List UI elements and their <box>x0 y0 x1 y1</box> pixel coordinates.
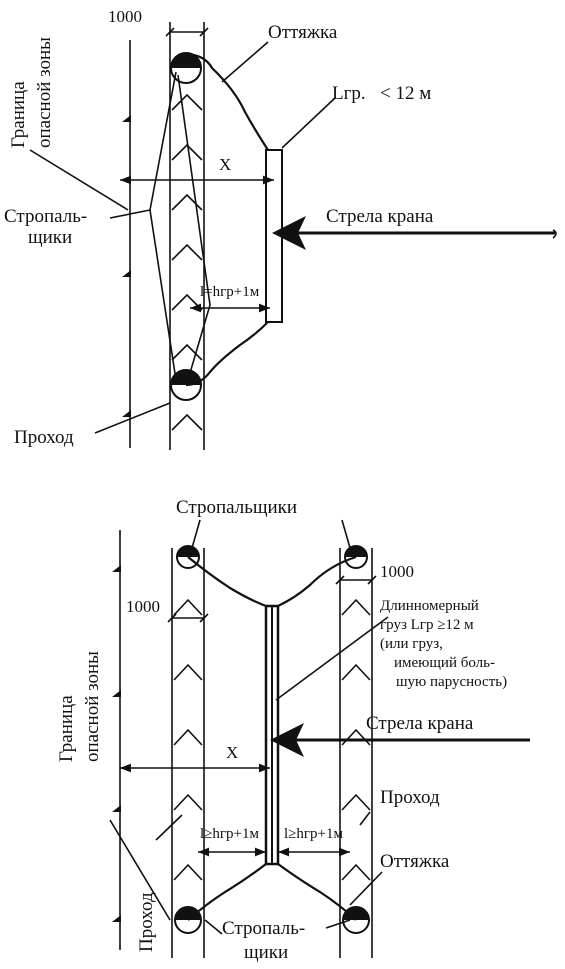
top-guy-rope-upper <box>185 52 269 151</box>
long-load-line-4: имеющий боль- <box>394 655 495 671</box>
bottom-passage-right: Проход <box>380 787 440 808</box>
bottom-passage-left: Проход <box>136 892 157 952</box>
top-guy-rope-label: Оттяжка <box>268 22 338 43</box>
right-passage-strip <box>339 548 373 958</box>
top-load-length: Lгр. <box>332 83 366 104</box>
long-load-line-2: груз Lгр ≥12 м <box>380 617 474 633</box>
bottom-boundary-ticks <box>112 565 121 922</box>
top-guy-rope-lower <box>185 321 269 387</box>
top-zone-label-1: Граница <box>8 81 29 148</box>
bottom-guy-rope-lower <box>187 863 357 921</box>
long-load-line-1: Длинномерный <box>380 598 479 614</box>
bottom-zone-label-2: опасной зоны <box>82 651 103 762</box>
rigger-bottom <box>170 369 202 401</box>
bottom-riggers-bottom-2: щики <box>244 942 288 963</box>
top-diagram: 1000 X l=hгр+1м Оттяжк <box>4 7 557 450</box>
top-l-formula: l=hгр+1м <box>200 284 260 300</box>
left-passage-strip <box>171 548 205 958</box>
top-boom-label: Стрела крана <box>326 206 434 227</box>
top-passage-label: Проход <box>14 427 74 448</box>
bottom-l-left: l≥hгр+1м <box>200 826 260 842</box>
bottom-riggers-top: Стропальщики <box>176 497 297 518</box>
bottom-diagram: 1000 1000 X <box>56 497 530 963</box>
boundary-ticks <box>122 115 131 417</box>
bottom-dim-1000-left: 1000 <box>126 597 160 616</box>
top-riggers-label-1: Стропаль- <box>4 206 87 227</box>
bottom-boom-label: Стрела крана <box>366 713 474 734</box>
top-dim-1000: 1000 <box>108 7 142 26</box>
bottom-x-label: X <box>226 743 238 762</box>
bottom-dim-1000-right: 1000 <box>380 562 414 581</box>
top-riggers-label-2: щики <box>28 227 72 248</box>
bottom-guy-rope-label: Оттяжка <box>380 851 450 872</box>
bottom-riggers-bottom-1: Стропаль- <box>222 918 305 939</box>
bottom-l-right: l≥hгр+1м <box>284 826 344 842</box>
bottom-zone-label-1: Граница <box>56 695 77 762</box>
long-load-line-3: (или груз, <box>380 636 443 652</box>
bottom-guy-rope-upper <box>187 555 357 608</box>
long-load-line-5: шую парусность) <box>396 674 507 690</box>
top-load-length-cond: < 12 м <box>380 83 431 104</box>
top-x-label: X <box>219 155 231 174</box>
top-zone-label-2: опасной зоны <box>34 37 55 148</box>
